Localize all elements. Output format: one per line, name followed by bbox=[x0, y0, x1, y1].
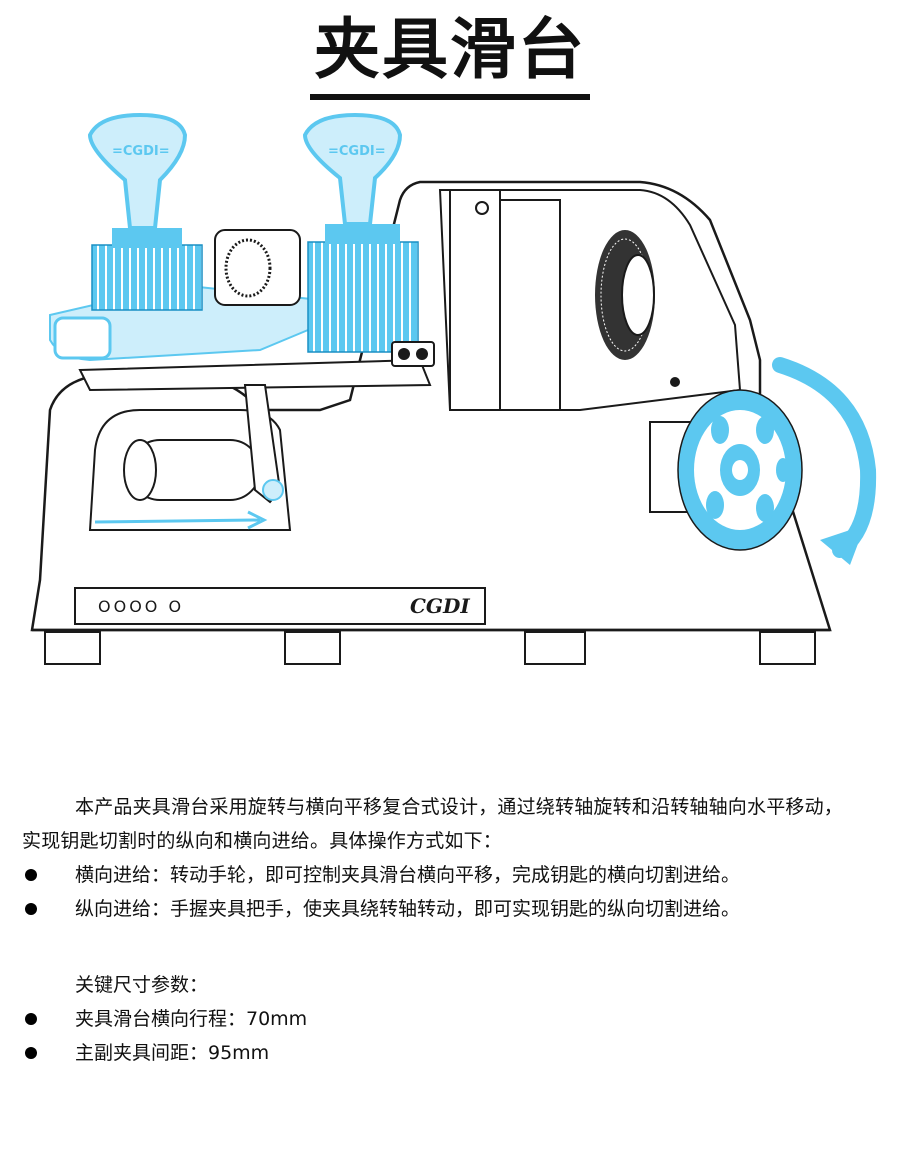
operation-item: 纵向进给：手握夹具把手，使夹具绕转轴转动，即可实现钥匙的纵向切割进给。 bbox=[22, 892, 852, 926]
param-text: 夹具滑台横向行程：70mm bbox=[75, 1008, 308, 1030]
bullet-icon bbox=[25, 869, 37, 881]
product-illustration: OOOO O CGDI bbox=[20, 110, 900, 680]
bullet-icon bbox=[25, 1047, 37, 1059]
front-panel bbox=[74, 587, 486, 625]
svg-text:=CGDI=: =CGDI= bbox=[112, 144, 170, 159]
param-text: 主副夹具间距：95mm bbox=[75, 1042, 270, 1064]
bullet-icon bbox=[25, 1013, 37, 1025]
operation-item: 横向进给：转动手轮，即可控制夹具滑台横向平移，完成钥匙的横向切割进给。 bbox=[22, 858, 852, 892]
handwheel bbox=[649, 389, 803, 551]
machine-foot-mid2 bbox=[524, 631, 586, 665]
description: 本产品夹具滑台采用旋转与横向平移复合式设计，通过绕转轴旋转和沿转轴轴向水平移动，… bbox=[22, 790, 852, 1070]
machine-foot-mid bbox=[284, 631, 341, 665]
bullet-icon bbox=[25, 903, 37, 915]
params-heading: 关键尺寸参数： bbox=[75, 974, 209, 996]
cutter-wheel bbox=[595, 230, 655, 360]
page-title: 夹具滑台 bbox=[0, 8, 900, 100]
operation-text: 横向进给：转动手轮，即可控制夹具滑台横向平移，完成钥匙的横向切割进给。 bbox=[75, 864, 741, 886]
param-item: 主副夹具间距：95mm bbox=[22, 1036, 852, 1070]
page-title-text: 夹具滑台 bbox=[310, 8, 590, 100]
left-clamp: =CGDI= bbox=[87, 112, 203, 311]
param-item: 夹具滑台横向行程：70mm bbox=[22, 1002, 852, 1036]
right-clamp: =CGDI= bbox=[302, 112, 435, 367]
intro-paragraph: 本产品夹具滑台采用旋转与横向平移复合式设计，通过绕转轴旋转和沿转轴轴向水平移动，… bbox=[22, 796, 844, 852]
brand-logo: CGDI bbox=[410, 594, 470, 618]
machine-foot-right bbox=[759, 631, 816, 665]
panel-indicators: OOOO O bbox=[98, 597, 184, 616]
operation-text: 纵向进给：手握夹具把手，使夹具绕转轴转动，即可实现钥匙的纵向切割进给。 bbox=[75, 898, 741, 920]
machine-foot-left bbox=[44, 631, 101, 665]
svg-text:=CGDI=: =CGDI= bbox=[328, 144, 386, 159]
depth-dial bbox=[214, 229, 301, 306]
translation-arrow bbox=[94, 510, 268, 530]
